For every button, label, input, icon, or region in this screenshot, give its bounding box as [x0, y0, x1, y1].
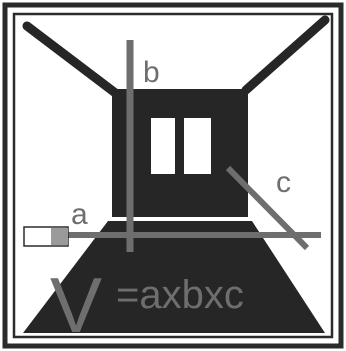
ceiling-edge-left	[22, 21, 123, 100]
measure-marker-icon	[23, 226, 69, 247]
window-icon	[151, 118, 211, 174]
label-c: c	[276, 166, 291, 199]
inner-frame	[12, 12, 334, 339]
ceiling-edge-right	[241, 15, 330, 95]
volume-symbol: V	[50, 261, 102, 349]
volume-formula: =axbxc	[116, 273, 244, 317]
label-b: b	[143, 56, 160, 89]
floor	[23, 221, 325, 333]
label-a: a	[71, 198, 88, 231]
